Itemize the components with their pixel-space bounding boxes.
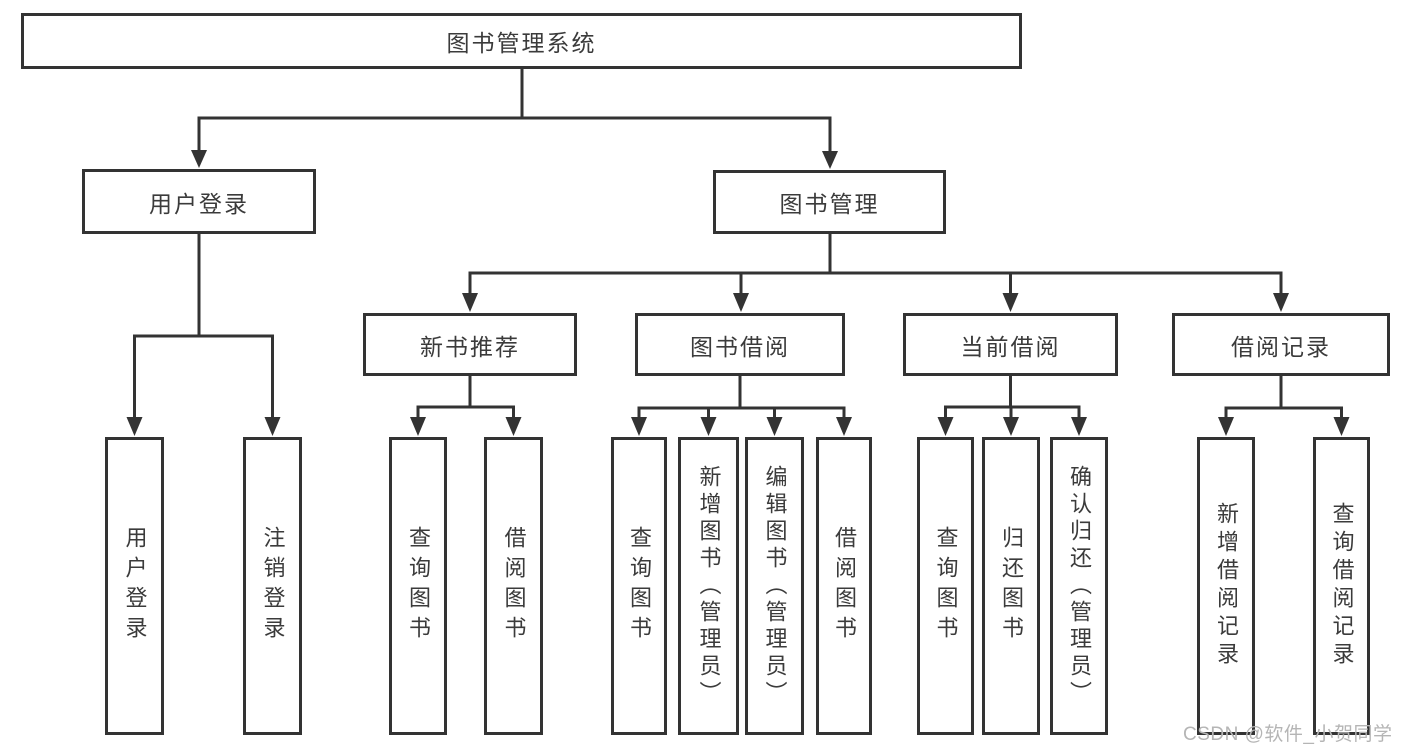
connector-book-borrow-children: [631, 376, 852, 436]
node-current-borrow-label: 当前借阅: [960, 333, 1061, 360]
node-book-management-label: 图书管理: [779, 191, 880, 217]
leaf-confirm-return-admin: 确认归还（管理员）: [1050, 437, 1108, 735]
leaf-query-book-2-label: 查询图书: [627, 526, 652, 646]
connector-root-to-level2: [191, 69, 838, 169]
csdn-watermark: CSDN @软件_小贺同学: [1183, 724, 1393, 745]
node-user-login: 用户登录: [82, 169, 316, 234]
connector-user-login-children: [126, 234, 281, 436]
leaf-logout-label: 注销登录: [260, 526, 286, 646]
leaf-add-book-admin: 新增图书（管理员）: [678, 437, 739, 735]
leaf-borrow-book-2: 借阅图书: [816, 437, 872, 735]
leaf-return-book: 归还图书: [982, 437, 1040, 735]
leaf-user-login-label: 用户登录: [122, 526, 148, 646]
node-new-book-recommend-label: 新书推荐: [420, 333, 520, 360]
connector-current-borrow-children: [937, 376, 1087, 436]
leaf-add-borrow-record: 新增借阅记录: [1197, 437, 1255, 735]
node-current-borrow: 当前借阅: [903, 313, 1118, 376]
node-borrow-record-label: 借阅记录: [1231, 333, 1331, 360]
node-root-label: 图书管理系统: [446, 30, 597, 56]
node-borrow-record: 借阅记录: [1172, 313, 1390, 376]
node-user-login-label: 用户登录: [149, 190, 249, 217]
leaf-logout: 注销登录: [243, 437, 302, 735]
connector-new-book-children: [410, 376, 522, 436]
leaf-query-book-3: 查询图书: [917, 437, 974, 735]
leaf-borrow-book-2-label: 借阅图书: [832, 526, 857, 646]
leaf-confirm-return-admin-label: 确认归还（管理员）: [1067, 464, 1092, 708]
connector-borrow-record-children: [1218, 376, 1350, 436]
connector-book-management-children: [462, 234, 1289, 312]
node-book-borrow-label: 图书借阅: [690, 333, 790, 360]
leaf-query-borrow-record: 查询借阅记录: [1313, 437, 1370, 735]
leaf-add-borrow-record-label: 新增借阅记录: [1214, 502, 1239, 670]
leaf-edit-book-admin: 编辑图书（管理员）: [745, 437, 804, 735]
node-new-book-recommend: 新书推荐: [363, 313, 577, 376]
node-book-borrow: 图书借阅: [635, 313, 845, 376]
leaf-borrow-book-1-label: 借阅图书: [501, 526, 527, 646]
leaf-query-book-3-label: 查询图书: [933, 526, 959, 646]
leaf-return-book-label: 归还图书: [999, 526, 1024, 646]
leaf-add-book-admin-label: 新增图书（管理员）: [696, 464, 722, 708]
leaf-query-borrow-record-label: 查询借阅记录: [1329, 502, 1355, 670]
leaf-user-login: 用户登录: [105, 437, 164, 735]
node-root: 图书管理系统: [21, 13, 1022, 69]
leaf-query-book-1: 查询图书: [389, 437, 447, 735]
leaf-borrow-book-1: 借阅图书: [484, 437, 543, 735]
leaf-query-book-2: 查询图书: [611, 437, 667, 735]
leaf-query-book-1-label: 查询图书: [406, 526, 431, 646]
node-book-management: 图书管理: [713, 170, 946, 234]
leaf-edit-book-admin-label: 编辑图书（管理员）: [762, 464, 788, 708]
